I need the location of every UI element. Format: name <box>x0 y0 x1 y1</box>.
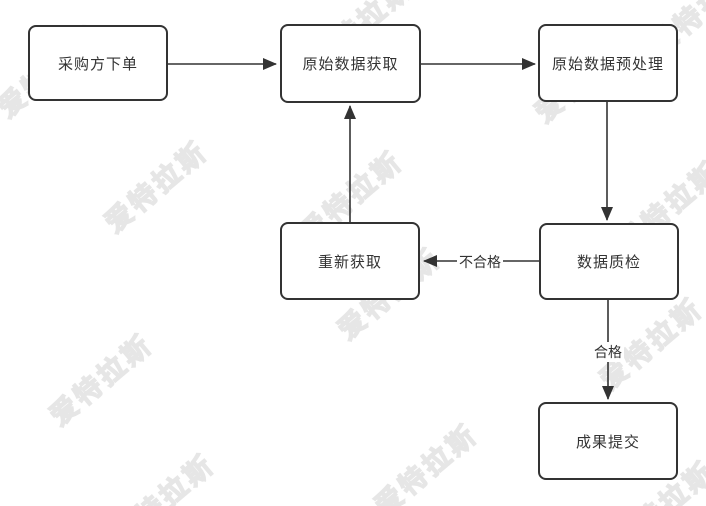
node-reacquire-label: 重新获取 <box>317 252 382 271</box>
node-submit-label: 成果提交 <box>575 432 640 451</box>
node-raw-acquire: 原始数据获取 <box>280 24 421 103</box>
node-order-label: 采购方下单 <box>57 54 138 73</box>
node-reacquire: 重新获取 <box>280 222 420 300</box>
node-raw-acquire-label: 原始数据获取 <box>302 55 399 73</box>
node-quality-check-label: 数据质检 <box>576 253 641 271</box>
edge-label-unqualified: 不合格 <box>457 252 503 272</box>
node-preprocess: 原始数据预处理 <box>538 24 678 102</box>
node-submit: 成果提交 <box>538 402 678 480</box>
node-preprocess-label: 原始数据预处理 <box>551 54 664 73</box>
edge-label-qualified: 合格 <box>592 342 624 362</box>
node-order: 采购方下单 <box>28 25 168 101</box>
node-quality-check: 数据质检 <box>539 223 679 300</box>
